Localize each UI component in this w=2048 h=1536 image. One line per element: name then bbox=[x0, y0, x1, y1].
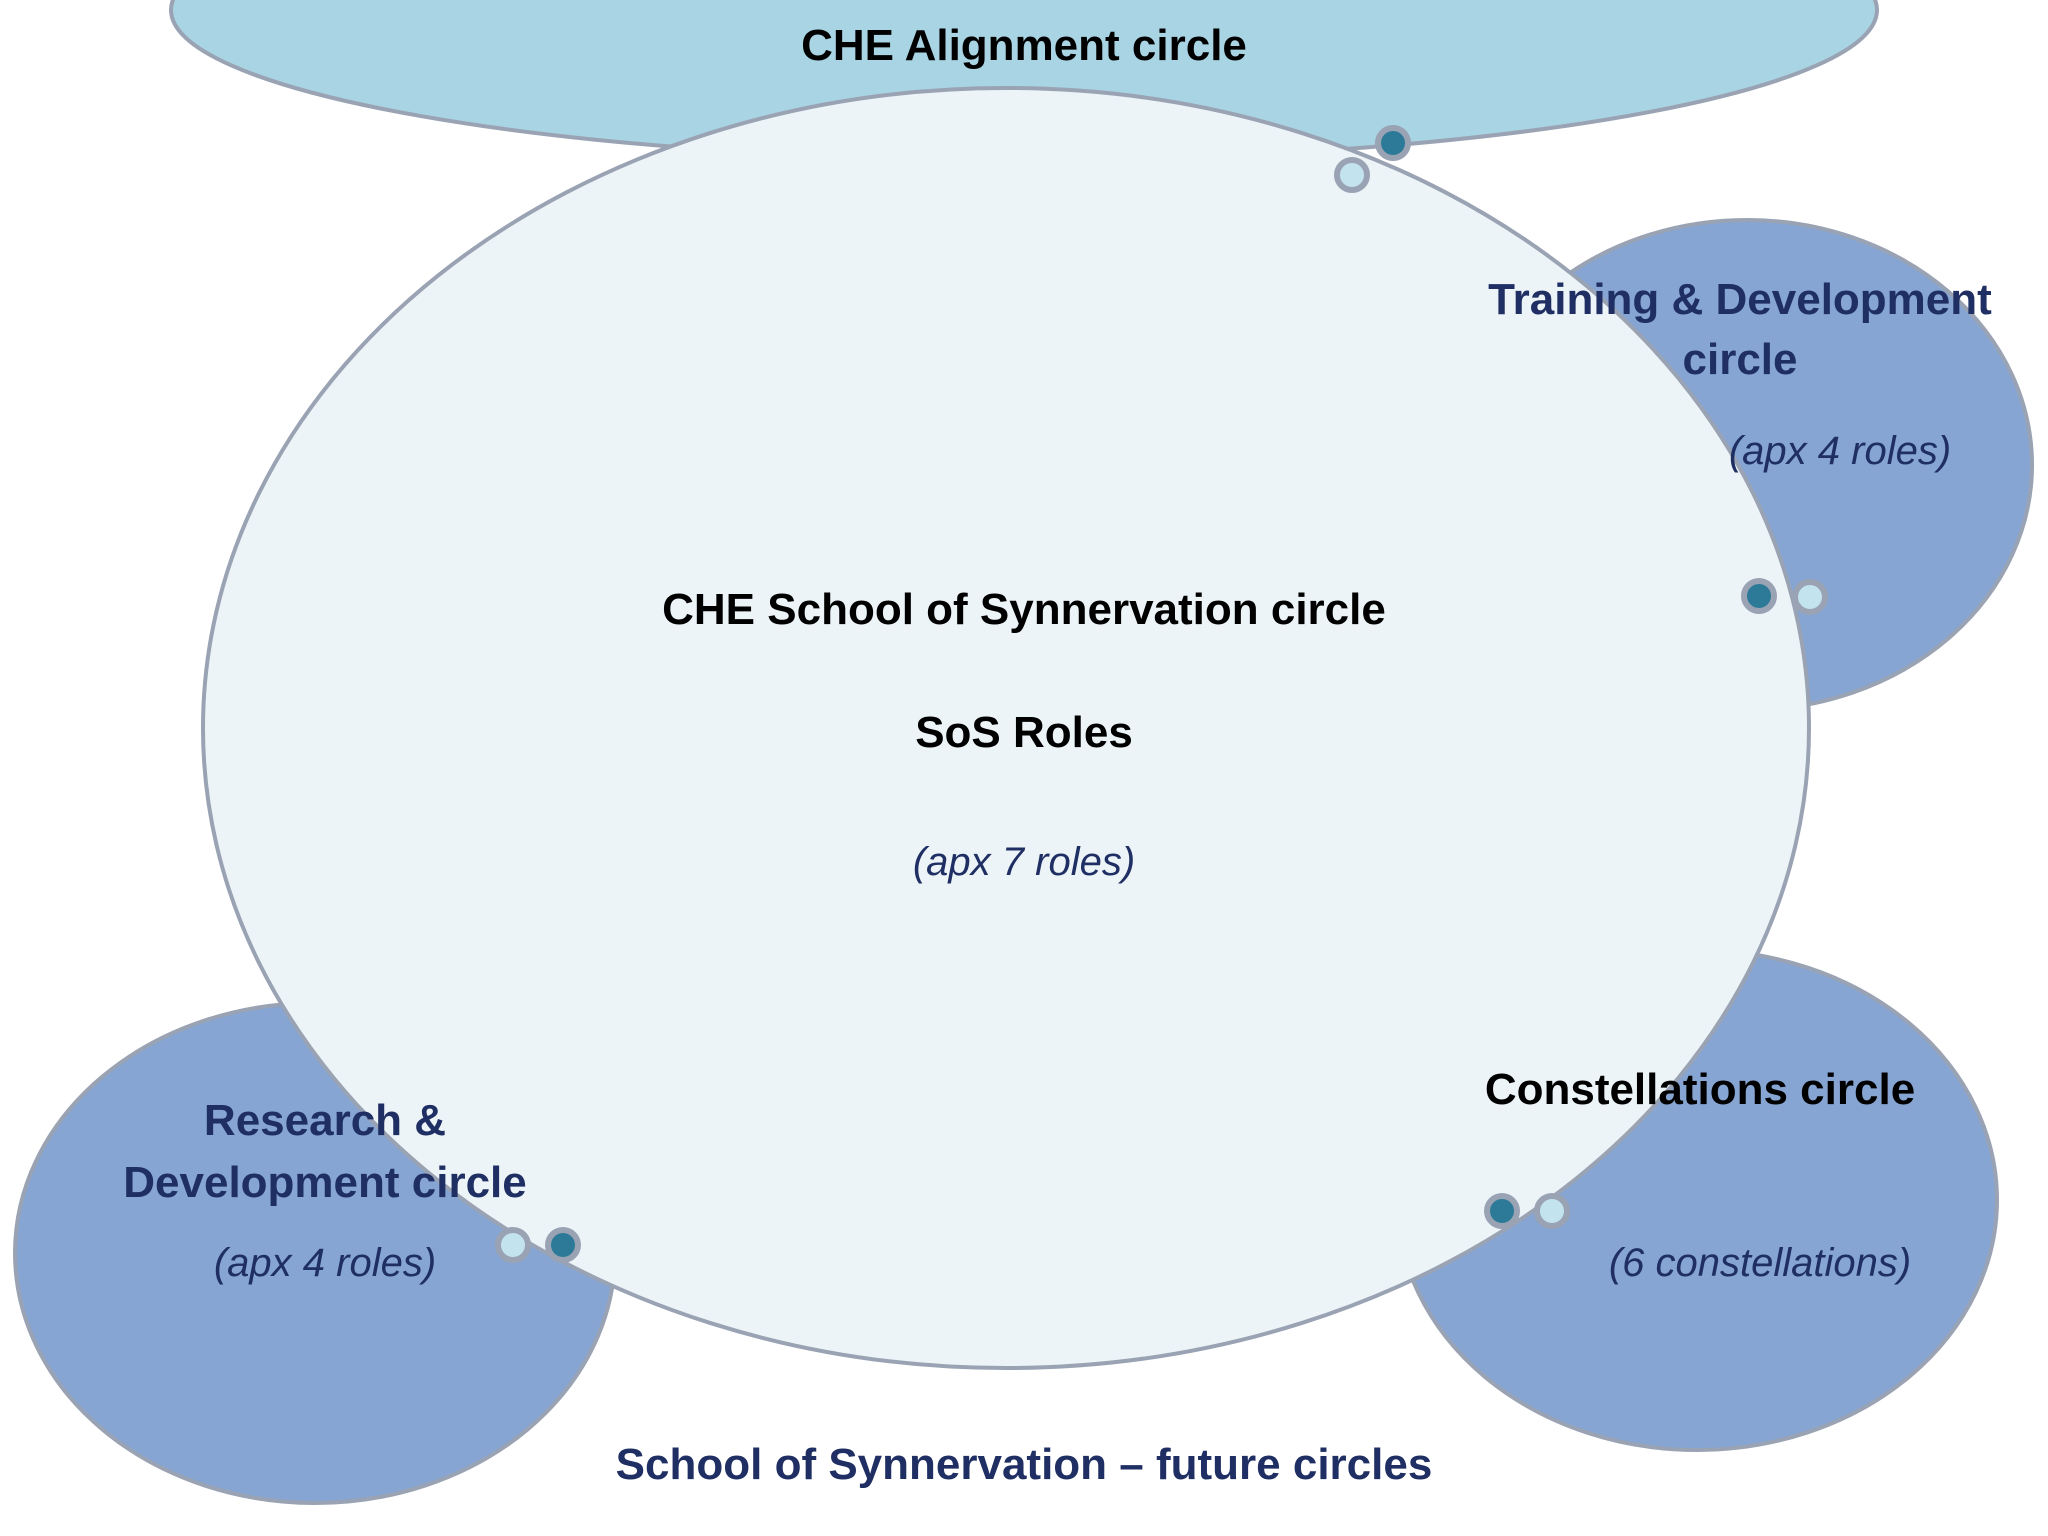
main-circle-roles: (apx 7 roles) bbox=[912, 840, 1136, 884]
training-circle-title: Training & Development circle bbox=[1488, 275, 1992, 384]
main-circle-title: CHE School of Synnervation circle bbox=[662, 585, 1386, 634]
link-node-training-dark bbox=[1741, 578, 1777, 614]
link-node-constellations-light bbox=[1534, 1193, 1570, 1229]
link-node-research-light bbox=[495, 1227, 531, 1263]
link-node-research-dark bbox=[545, 1227, 581, 1263]
link-node-alignment-light bbox=[1334, 157, 1370, 193]
research-circle-title: Research & Development circle bbox=[123, 1096, 527, 1207]
link-node-constellations-dark bbox=[1484, 1193, 1520, 1229]
diagram-caption: School of Synnervation – future circles bbox=[615, 1440, 1433, 1489]
link-node-alignment-dark bbox=[1375, 125, 1411, 161]
alignment-circle-title: CHE Alignment circle bbox=[801, 21, 1247, 70]
main-circle-shape bbox=[201, 86, 1811, 1370]
constellations-circle-count: (6 constellations) bbox=[1608, 1241, 1912, 1285]
research-circle-roles: (apx 4 roles) bbox=[213, 1241, 437, 1285]
link-node-training-light bbox=[1792, 579, 1828, 615]
main-circle-subtitle: SoS Roles bbox=[915, 708, 1133, 757]
constellations-circle-title: Constellations circle bbox=[1484, 1065, 1916, 1114]
training-circle-roles: (apx 4 roles) bbox=[1728, 429, 1952, 473]
